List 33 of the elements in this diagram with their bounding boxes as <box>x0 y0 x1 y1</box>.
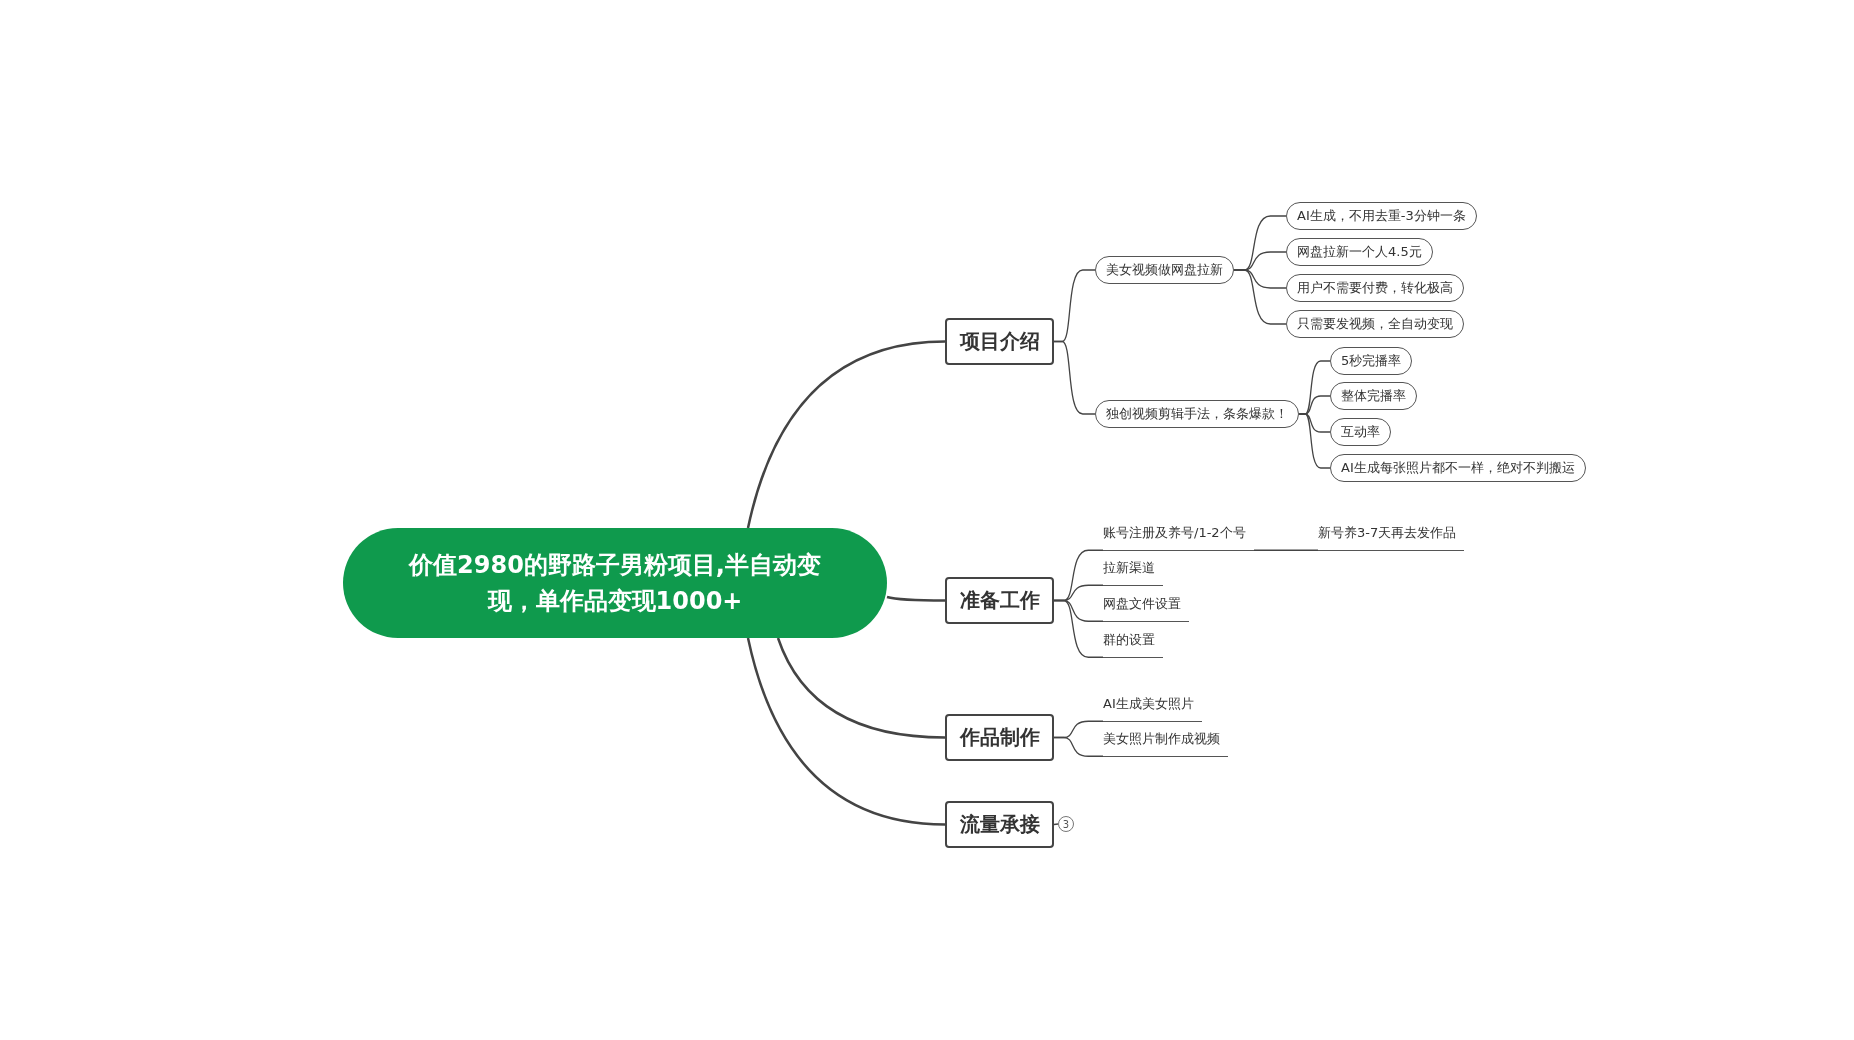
topic-box: 项目介绍 <box>945 317 1054 365</box>
underlined-topic: 账号注册及养号/1-2个号 <box>1103 520 1254 551</box>
subtopic-pill: 只需要发视频，全自动变现 <box>1286 310 1464 338</box>
underlined-topic: 群的设置 <box>1103 627 1163 658</box>
connector-line <box>1053 736 1104 757</box>
connector-line <box>1298 413 1331 469</box>
subtopic-pill: 整体完播率 <box>1330 382 1417 410</box>
connector-line <box>746 637 946 826</box>
topic-box: 准备工作 <box>945 576 1054 624</box>
topic-box: 流量承接 <box>945 800 1054 848</box>
connector-line <box>1053 340 1096 415</box>
connector-line <box>1253 549 1319 551</box>
subtopic-pill: 网盘拉新一个人4.5元 <box>1286 238 1433 266</box>
connector-line <box>1233 269 1287 325</box>
underlined-topic: 网盘文件设置 <box>1103 591 1189 622</box>
underlined-topic: AI生成美女照片 <box>1103 691 1202 722</box>
subtopic-pill: 互动率 <box>1330 418 1391 446</box>
subtopic-pill: 独创视频剪辑手法，条条爆款！ <box>1095 400 1299 428</box>
subtopic-pill: AI生成每张照片都不一样，绝对不判搬运 <box>1330 454 1586 482</box>
underlined-topic: 新号养3-7天再去发作品 <box>1318 520 1465 551</box>
underlined-topic: 拉新渠道 <box>1103 555 1163 586</box>
subtopic-pill: 用户不需要付费，转化极高 <box>1286 274 1464 302</box>
topic-box: 作品制作 <box>945 713 1054 761</box>
connector-line <box>1053 823 1059 826</box>
subtopic-pill: 美女视频做网盘拉新 <box>1095 256 1234 284</box>
underlined-topic: 美女照片制作成视频 <box>1103 726 1228 757</box>
subtopic-pill: AI生成，不用去重-3分钟一条 <box>1286 202 1477 230</box>
connector-line <box>746 340 946 529</box>
connector-line <box>776 637 946 739</box>
connector-line <box>1053 599 1104 658</box>
subtopic-pill: 5秒完播率 <box>1330 347 1413 375</box>
central-topic: 价值2980的野路子男粉项目,半自动变现，单作品变现1000+ <box>343 528 887 638</box>
connector-line <box>886 595 945 602</box>
